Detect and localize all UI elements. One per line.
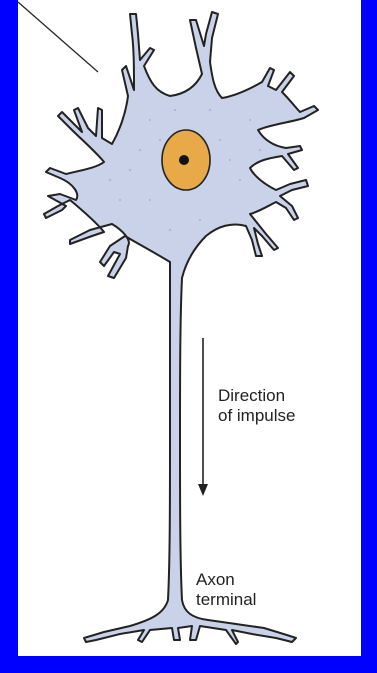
nucleolus — [179, 155, 189, 165]
direction-label-line2: of impulse — [218, 406, 295, 426]
direction-arrow — [198, 338, 208, 496]
cell-body — [44, 12, 318, 644]
leader-line — [18, 2, 98, 72]
axon-label-line1: Axon — [196, 570, 235, 590]
direction-label-line1: Direction — [218, 386, 285, 406]
axon-label-line2: terminal — [196, 590, 256, 610]
